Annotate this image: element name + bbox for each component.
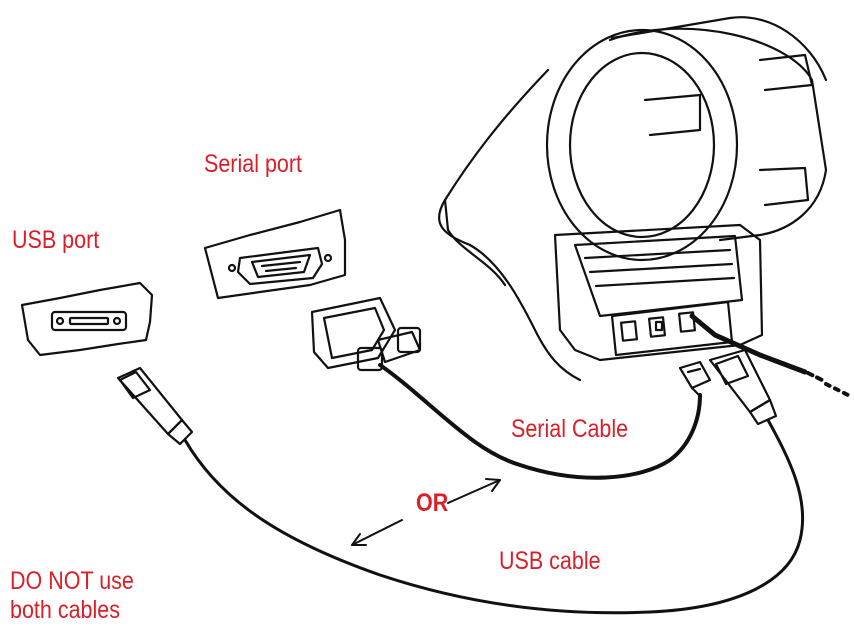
usb-port-plate [20,281,154,357]
warning-line-1: DO NOT use [10,567,134,595]
serial-port-plate [203,208,347,300]
serial-port-label: Serial port [204,150,302,178]
usb-cable-label: USB cable [499,547,601,575]
warning-line-2: both cables [10,596,120,624]
serial-cable [310,296,712,480]
serial-cable-label: Serial Cable [511,415,629,443]
or-arrows [351,478,501,546]
or-label: OR [416,489,449,517]
usb-port-label: USB port [12,226,100,254]
power-cord [689,313,852,398]
usb-cable [116,348,805,615]
label-printer [438,16,828,382]
